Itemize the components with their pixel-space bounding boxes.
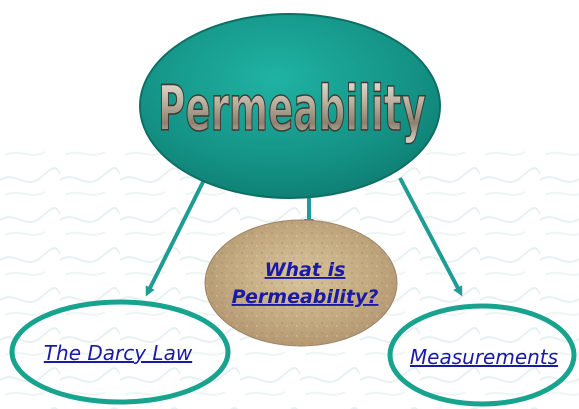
what-is-permeability-link-line2[interactable]: Permeability? — [232, 286, 379, 308]
what-is-permeability-node[interactable]: What is Permeability? — [204, 219, 398, 347]
measurements-link[interactable]: Measurements — [410, 345, 558, 369]
sand-texture — [205, 220, 397, 346]
arrow-to-darcy-law — [145, 175, 208, 297]
measurements-ellipse — [387, 303, 577, 407]
darcy-law-node[interactable]: The Darcy Law — [9, 299, 231, 405]
darcy-law-link[interactable]: The Darcy Law — [44, 341, 193, 365]
measurements-node[interactable]: Measurements — [387, 303, 577, 407]
central-node: Permeability — [139, 13, 441, 199]
central-title: Permeability — [158, 72, 426, 145]
what-is-permeability-link-line1[interactable]: What is — [265, 259, 346, 281]
connectors — [145, 175, 463, 297]
darcy-law-ellipse — [9, 299, 231, 405]
central-ellipse — [139, 13, 441, 199]
arrow-to-measurements — [398, 177, 463, 297]
